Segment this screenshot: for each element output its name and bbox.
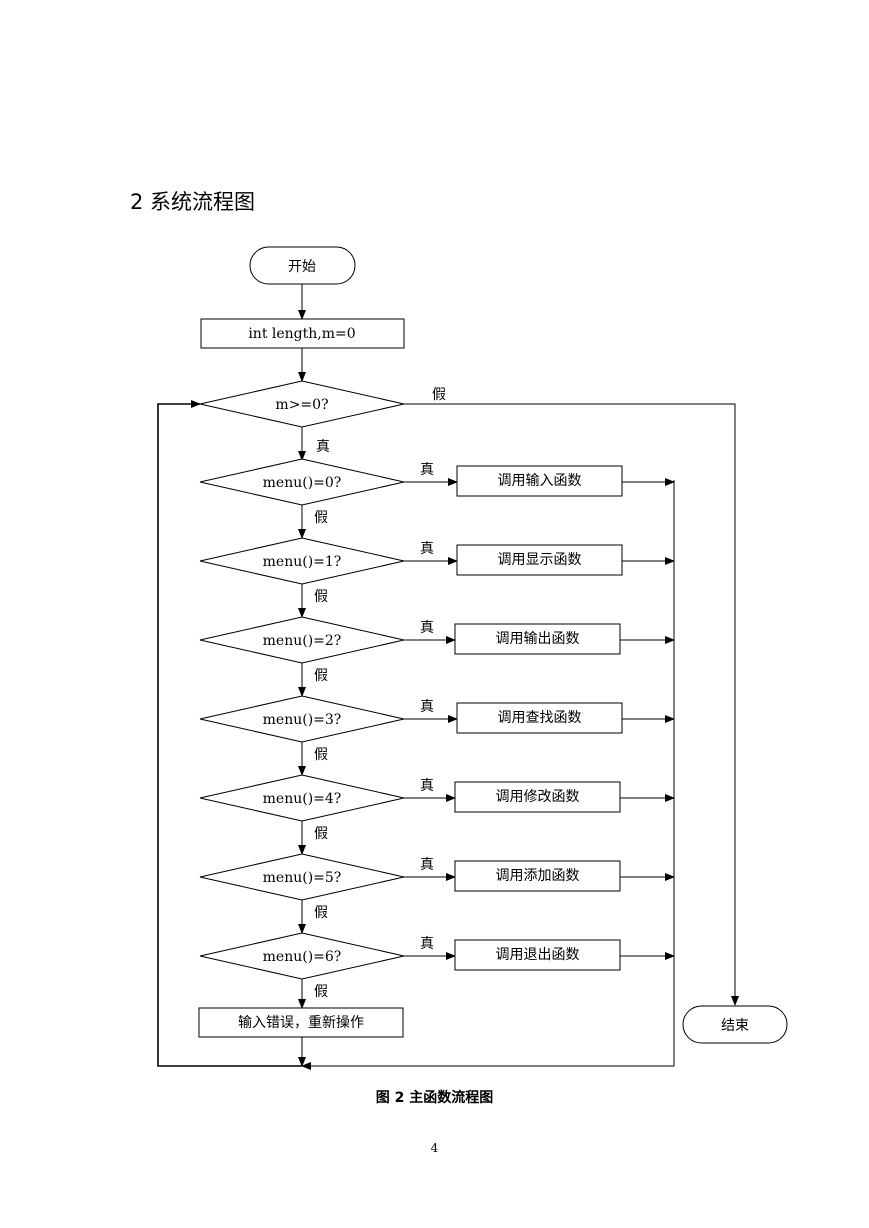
action-box [454, 623, 621, 655]
action-label: 调用退出函数 [496, 947, 580, 963]
loop-back-path [157, 400, 302, 1067]
true-label: 真 [420, 936, 434, 952]
loop-true-label: 真 [316, 439, 330, 455]
action-box [456, 544, 623, 576]
action-box [454, 939, 621, 971]
menu-condition-label: menu()=6? [263, 949, 342, 965]
action-label: 调用添加函数 [496, 868, 580, 884]
menu-condition-label: menu()=3? [263, 712, 342, 728]
false-label: 假 [314, 905, 328, 921]
loop-false-path [404, 403, 739, 1006]
action-box [454, 781, 621, 813]
false-label: 假 [314, 984, 328, 1000]
section-title: 2 系统流程图 [130, 190, 256, 214]
true-label: 真 [420, 462, 434, 478]
action-label: 调用显示函数 [498, 552, 582, 568]
loop-condition-label: m>=0? [275, 397, 328, 413]
menu-condition-label: menu()=5? [263, 870, 342, 886]
true-label: 真 [420, 699, 434, 715]
false-label: 假 [314, 826, 328, 842]
action-box [456, 702, 623, 734]
end-label: 结束 [721, 1018, 749, 1034]
init-label: int length,m=0 [248, 326, 355, 342]
false-label: 假 [314, 747, 328, 763]
action-label: 调用修改函数 [496, 789, 580, 805]
loop-false-label: 假 [432, 387, 446, 403]
action-label: 调用查找函数 [498, 710, 582, 726]
true-label: 真 [420, 620, 434, 636]
menu-condition-label: menu()=2? [263, 633, 342, 649]
error-label: 输入错误，重新操作 [238, 1015, 364, 1031]
menu-condition-label: menu()=4? [263, 791, 342, 807]
true-label: 真 [420, 541, 434, 557]
start-label: 开始 [288, 259, 316, 275]
action-box [454, 860, 621, 892]
menu-condition-label: menu()=0? [263, 475, 342, 491]
end-terminal [682, 1005, 788, 1044]
menu-condition-label: menu()=1? [263, 554, 342, 570]
true-label: 真 [420, 857, 434, 873]
action-box [456, 465, 623, 497]
false-label: 假 [314, 589, 328, 605]
false-label: 假 [314, 668, 328, 684]
true-label: 真 [420, 778, 434, 794]
menu-checks: menu()=0?真调用输入函数假menu()=1?真调用显示函数假menu()… [199, 458, 675, 1009]
false-label: 假 [314, 510, 328, 526]
action-label: 调用输入函数 [498, 473, 582, 489]
error-box [198, 1007, 404, 1038]
page-number: 4 [430, 1141, 439, 1155]
action-label: 调用输出函数 [496, 631, 580, 647]
figure-caption: 图 2 主函数流程图 [375, 1090, 494, 1106]
